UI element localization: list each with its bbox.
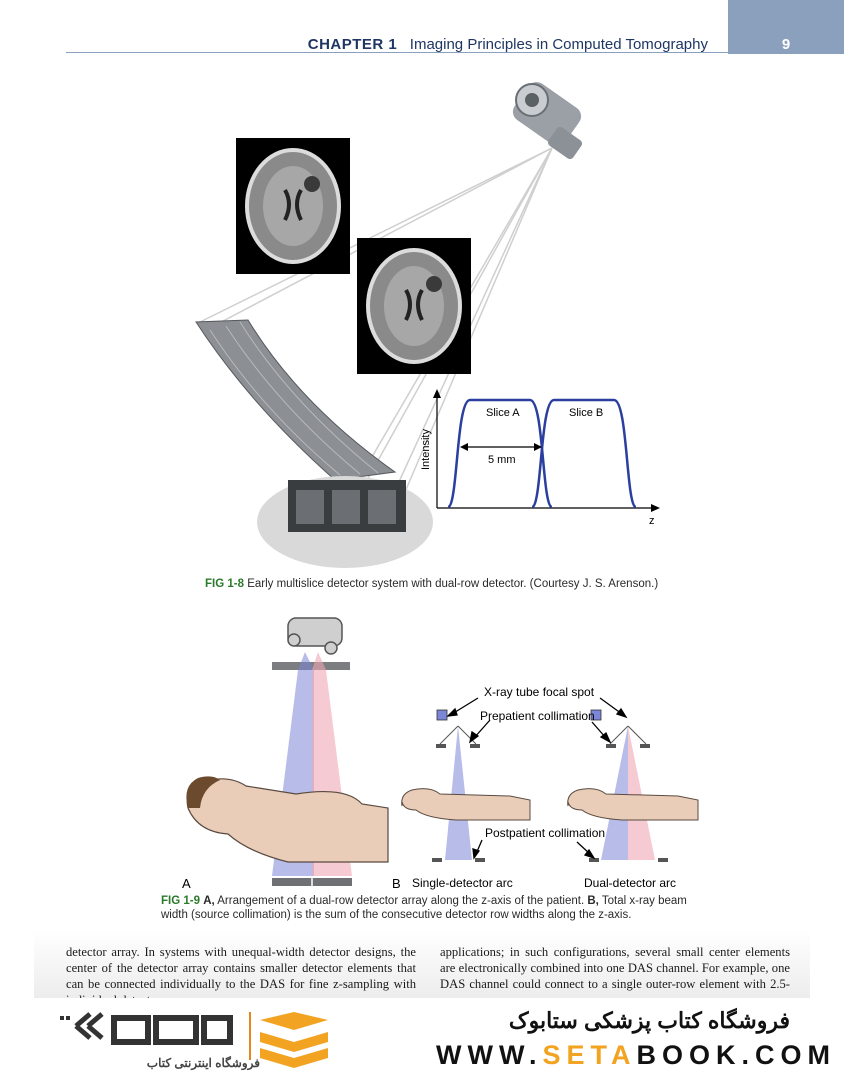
logo-subtitle: فروشگاه اینترنتی کتاب bbox=[146, 1056, 260, 1070]
body-fade bbox=[34, 930, 810, 1000]
caption-b-text: Total x-ray beam width (source collimati… bbox=[161, 895, 687, 921]
detector-arc bbox=[195, 319, 397, 481]
prepatient-label: Prepatient collimation bbox=[480, 709, 595, 723]
panel-b bbox=[401, 697, 699, 862]
body-left-column: detector array. In systems with unequal-… bbox=[66, 945, 416, 998]
intensity-graph: Slice A Slice B 5 mm Intensity z bbox=[420, 389, 660, 527]
ct-scan-image-2 bbox=[357, 238, 471, 374]
ct-scan-image-1 bbox=[236, 138, 350, 274]
header-rule bbox=[66, 52, 728, 53]
site-suffix: BOOK.COM bbox=[636, 1040, 836, 1070]
caption-b-marker: B, bbox=[587, 895, 599, 907]
page-number: 9 bbox=[781, 36, 791, 53]
body-right-column: applications; in such configurations, se… bbox=[440, 945, 790, 998]
dual-arc-label: Dual-detector arc bbox=[584, 876, 676, 890]
panel-a bbox=[186, 617, 389, 886]
postpatient-label: Postpatient collimation bbox=[485, 826, 605, 840]
width-label: 5 mm bbox=[488, 454, 516, 466]
fig-1-8-caption-text: Early multislice detector system with du… bbox=[247, 578, 659, 590]
fig-1-8-label: FIG 1-8 bbox=[205, 578, 244, 590]
fig-1-8-illustration: Slice A Slice B 5 mm Intensity z bbox=[195, 82, 660, 568]
focal-spot-label: X-ray tube focal spot bbox=[484, 685, 595, 699]
slice-b-label: Slice B bbox=[569, 407, 603, 419]
caption-a-marker: A, bbox=[203, 895, 215, 907]
circuit-board bbox=[257, 476, 433, 568]
fig-1-9-label: FIG 1-9 bbox=[161, 895, 200, 907]
fig-1-9-caption: FIG 1-9 A, Arrangement of a dual-row det… bbox=[161, 894, 691, 922]
caption-a-text: Arrangement of a dual-row detector array… bbox=[217, 895, 585, 907]
website-url[interactable]: WWW.SETABOOK.COM bbox=[436, 1040, 830, 1071]
fig-1-8-caption: FIG 1-8 Early multislice detector system… bbox=[205, 577, 725, 591]
site-prefix: WWW. bbox=[436, 1040, 543, 1070]
site-accent: SETA bbox=[542, 1040, 637, 1070]
panel-b-label: B bbox=[392, 876, 401, 891]
slice-a-label: Slice A bbox=[486, 407, 520, 419]
chapter-label: CHAPTER 1 bbox=[307, 36, 398, 53]
panel-a-label: A bbox=[182, 876, 191, 891]
setabook-logo bbox=[60, 1012, 328, 1068]
store-name: فروشگاه کتاب پزشکی ستابوک bbox=[508, 1008, 790, 1033]
page-number-tab bbox=[728, 0, 844, 54]
single-arc-label: Single-detector arc bbox=[412, 876, 513, 890]
fig-1-9-illustration: A X-ray tube focal sp bbox=[182, 617, 699, 891]
running-header: CHAPTER 1 Imaging Principles in Computed… bbox=[0, 36, 708, 53]
x-axis-label: z bbox=[649, 515, 655, 527]
chapter-title: Imaging Principles in Computed Tomograph… bbox=[409, 36, 708, 53]
y-axis-label: Intensity bbox=[420, 429, 432, 470]
xray-tube-icon bbox=[512, 82, 583, 160]
